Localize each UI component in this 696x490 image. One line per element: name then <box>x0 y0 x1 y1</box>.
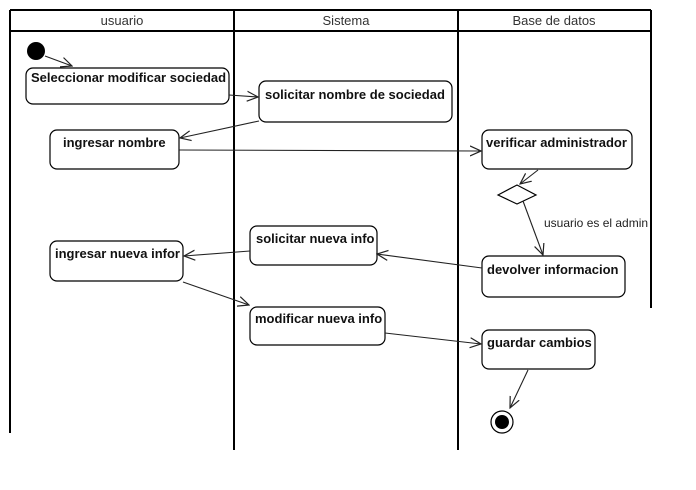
action-seleccionar-modificar-sociedad[interactable]: Seleccionar modificar sociedad <box>25 67 230 105</box>
swimlanes <box>9 9 652 450</box>
flow-modificar-to-guardar <box>384 332 481 344</box>
action-guardar-cambios[interactable]: guardar cambios <box>481 329 596 370</box>
flow-devolver-to-solicitar-info <box>377 254 483 269</box>
flow-decision-to-devolver <box>522 200 543 255</box>
action-label: Seleccionar modificar sociedad <box>31 70 226 85</box>
final-node <box>490 410 514 434</box>
initial-node <box>27 42 45 60</box>
action-label: devolver informacion <box>487 262 619 277</box>
action-label: solicitar nombre de sociedad <box>265 87 445 102</box>
action-label: ingresar nombre <box>63 135 166 150</box>
action-devolver-informacion[interactable]: devolver informacion <box>481 255 626 298</box>
action-solicitar-nombre-de-sociedad[interactable]: solicitar nombre de sociedad <box>258 80 453 123</box>
flow-verificar-to-decision <box>520 169 539 184</box>
action-verificar-administrador[interactable]: verificar administrador <box>481 129 633 170</box>
flow-ingresar-nombre-to-verificar <box>178 150 481 151</box>
flow-seleccionar-to-solicitar-nombre <box>228 95 258 97</box>
flow-guardar-to-final <box>510 369 529 408</box>
action-label: modificar nueva info <box>255 311 382 326</box>
guard-label: usuario es el admin <box>544 216 648 230</box>
action-label: solicitar nueva info <box>256 231 375 246</box>
flow-ingresar-info-to-modificar <box>182 281 249 305</box>
lane-title-base-de-datos: Base de datos <box>512 13 596 28</box>
lane-title-usuario: usuario <box>101 13 144 28</box>
flow-solicitar-nombre-to-ingresar-nombre <box>180 120 260 138</box>
flow-start-to-seleccionar <box>44 55 72 66</box>
action-label: ingresar nueva infor <box>55 246 180 261</box>
action-ingresar-nueva-infor[interactable]: ingresar nueva infor <box>49 240 184 282</box>
action-label: verificar administrador <box>486 135 627 150</box>
lane-title-sistema: Sistema <box>323 13 371 28</box>
decision-node <box>496 184 538 205</box>
action-ingresar-nombre[interactable]: ingresar nombre <box>49 129 180 170</box>
action-solicitar-nueva-info[interactable]: solicitar nueva info <box>249 225 378 266</box>
flow-solicitar-info-to-ingresar-info <box>184 251 251 256</box>
control-flows <box>44 55 543 408</box>
action-label: guardar cambios <box>487 335 592 350</box>
action-modificar-nueva-info[interactable]: modificar nueva info <box>249 306 386 346</box>
